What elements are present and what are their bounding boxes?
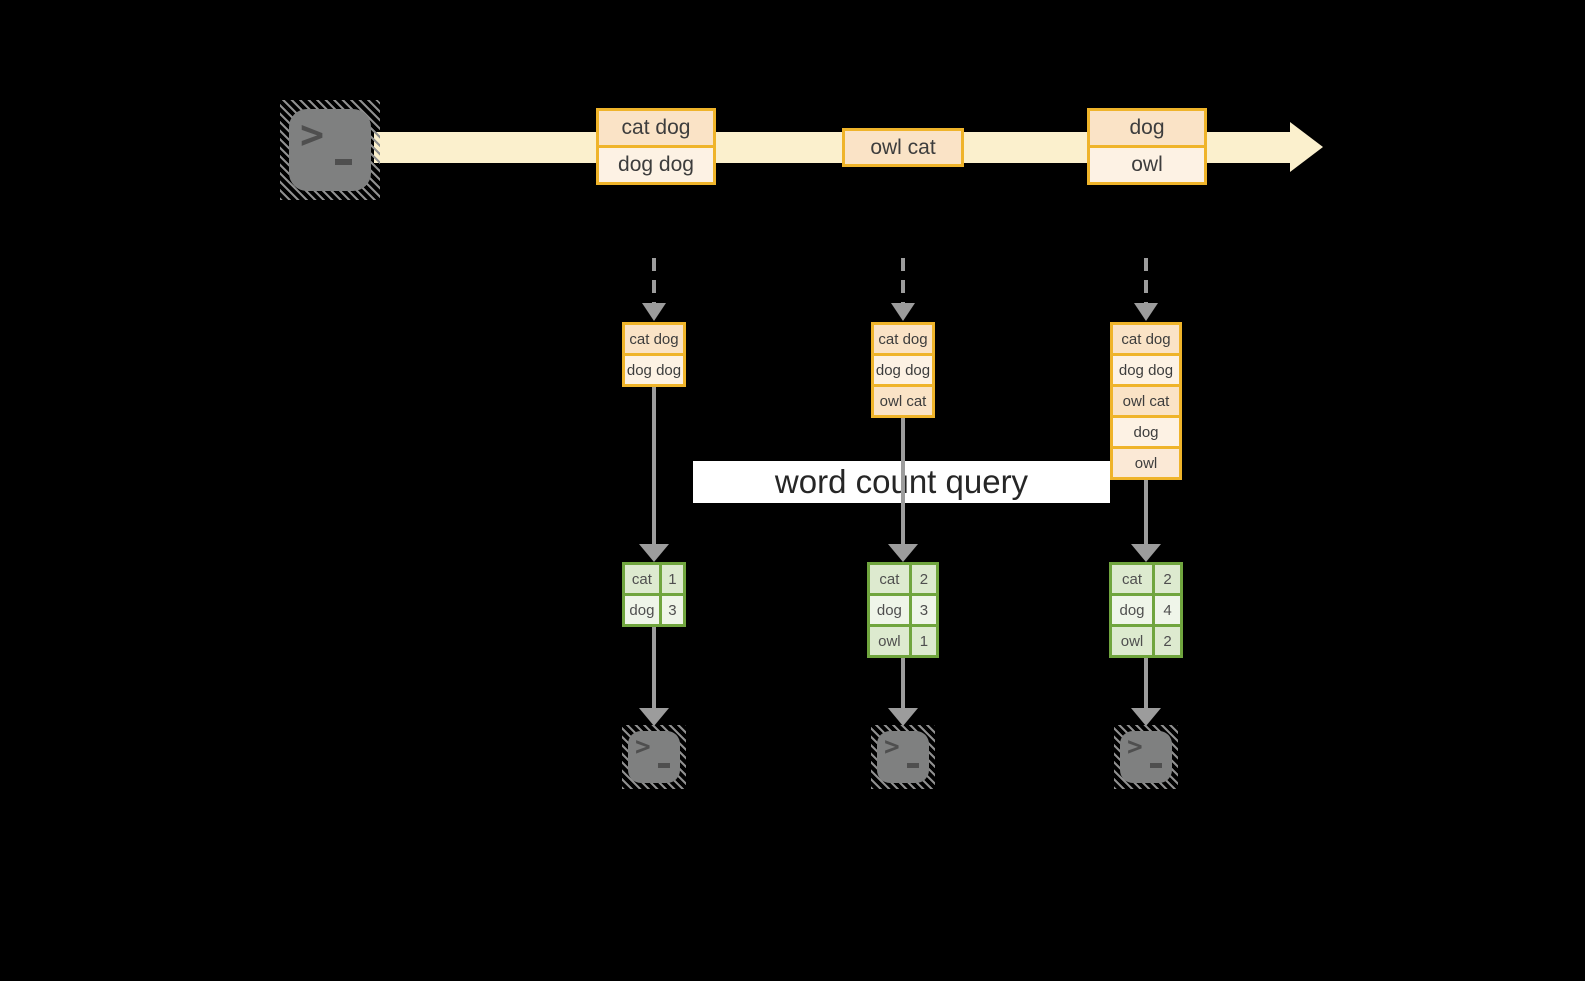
- micro-batch-2: owl cat: [842, 128, 964, 167]
- result-table-3: cat 2 dog 4 owl 2: [1109, 562, 1183, 658]
- dashed-arrow-1: [652, 258, 656, 304]
- word-cell: owl: [1120, 632, 1144, 650]
- dashed-arrow-3-head: [1134, 303, 1158, 321]
- table-row: cat 1: [625, 565, 683, 593]
- prompt-underscore-glyph: [907, 763, 919, 768]
- prompt-underscore-glyph: [335, 159, 352, 165]
- state-row: cat dog: [625, 325, 683, 353]
- dashed-arrow-2: [901, 258, 905, 304]
- word-cell: dog: [629, 601, 655, 619]
- state-box-2: cat dog dog dog owl cat: [871, 322, 935, 418]
- state-box-3: cat dog dog dog owl cat dog owl: [1110, 322, 1182, 480]
- table-row: cat 2: [1112, 565, 1180, 593]
- micro-batch-1: cat dog dog dog: [596, 108, 716, 185]
- word-cell: dog: [876, 601, 902, 619]
- prompt-underscore-glyph: [658, 763, 670, 768]
- prompt-chevron-glyph: >: [300, 112, 325, 158]
- arrow-table-to-sink-3-head: [1131, 708, 1161, 726]
- state-row: cat dog: [1113, 325, 1179, 353]
- count-cell: 3: [658, 596, 683, 624]
- arrow-table-to-sink-3: [1144, 658, 1148, 708]
- count-cell: 2: [1152, 627, 1180, 655]
- state-row: dog dog: [874, 353, 932, 384]
- batch-row: owl: [1090, 145, 1204, 182]
- terminal-source-icon: >: [280, 100, 380, 200]
- table-row: dog 4: [1112, 593, 1180, 624]
- arrow-state-to-table-3-head: [1131, 544, 1161, 562]
- state-row: dog dog: [1113, 353, 1179, 384]
- terminal-source-body: >: [289, 109, 371, 191]
- terminal-sink-icon-3: >: [1114, 725, 1178, 789]
- state-row: dog dog: [625, 353, 683, 384]
- arrow-table-to-sink-2: [901, 658, 905, 708]
- count-cell: 2: [908, 565, 936, 593]
- batch-row: cat dog: [599, 111, 713, 145]
- dashed-arrow-3: [1144, 258, 1148, 304]
- word-cell: owl: [878, 632, 901, 650]
- terminal-sink-icon-1: >: [622, 725, 686, 789]
- prompt-chevron-glyph: >: [635, 732, 651, 762]
- prompt-underscore-glyph: [1150, 763, 1162, 768]
- arrow-table-to-sink-1: [652, 627, 656, 708]
- terminal-sink-body: >: [628, 731, 680, 783]
- arrow-table-to-sink-2-head: [888, 708, 918, 726]
- prompt-chevron-glyph: >: [1127, 732, 1143, 762]
- state-row: owl: [1113, 446, 1179, 477]
- terminal-sink-body: >: [877, 731, 929, 783]
- dashed-arrow-1-head: [642, 303, 666, 321]
- table-row: dog 3: [625, 593, 683, 624]
- arrow-state-to-table-1-head: [639, 544, 669, 562]
- arrow-state-to-table-2-head: [888, 544, 918, 562]
- arrow-table-to-sink-1-head: [639, 708, 669, 726]
- word-cell: cat: [1121, 570, 1142, 588]
- terminal-sink-body: >: [1120, 731, 1172, 783]
- state-row: owl cat: [874, 384, 932, 415]
- prompt-chevron-glyph: >: [884, 732, 900, 762]
- count-cell: 1: [908, 627, 936, 655]
- state-row: cat dog: [874, 325, 932, 353]
- stream-arrow-head: [1290, 122, 1323, 172]
- arrow-state-to-table-3: [1144, 480, 1148, 544]
- arrow-state-to-table-2: [901, 418, 905, 544]
- table-row: owl 1: [870, 624, 936, 655]
- arrow-state-to-table-1: [652, 387, 656, 544]
- micro-batch-3: dog owl: [1087, 108, 1207, 185]
- word-cell: cat: [879, 570, 900, 588]
- count-cell: 4: [1152, 596, 1180, 624]
- table-row: owl 2: [1112, 624, 1180, 655]
- table-row: dog 3: [870, 593, 936, 624]
- batch-row: owl cat: [845, 131, 961, 164]
- result-table-2: cat 2 dog 3 owl 1: [867, 562, 939, 658]
- table-row: cat 2: [870, 565, 936, 593]
- state-row: dog: [1113, 415, 1179, 446]
- dashed-arrow-2-head: [891, 303, 915, 321]
- state-row: owl cat: [1113, 384, 1179, 415]
- batch-row: dog: [1090, 111, 1204, 145]
- count-cell: 3: [908, 596, 936, 624]
- result-table-1: cat 1 dog 3: [622, 562, 686, 627]
- batch-row: dog dog: [599, 145, 713, 182]
- word-cell: cat: [631, 570, 652, 588]
- terminal-sink-icon-2: >: [871, 725, 935, 789]
- count-cell: 2: [1152, 565, 1180, 593]
- count-cell: 1: [658, 565, 683, 593]
- word-cell: dog: [1119, 601, 1145, 619]
- state-box-1: cat dog dog dog: [622, 322, 686, 387]
